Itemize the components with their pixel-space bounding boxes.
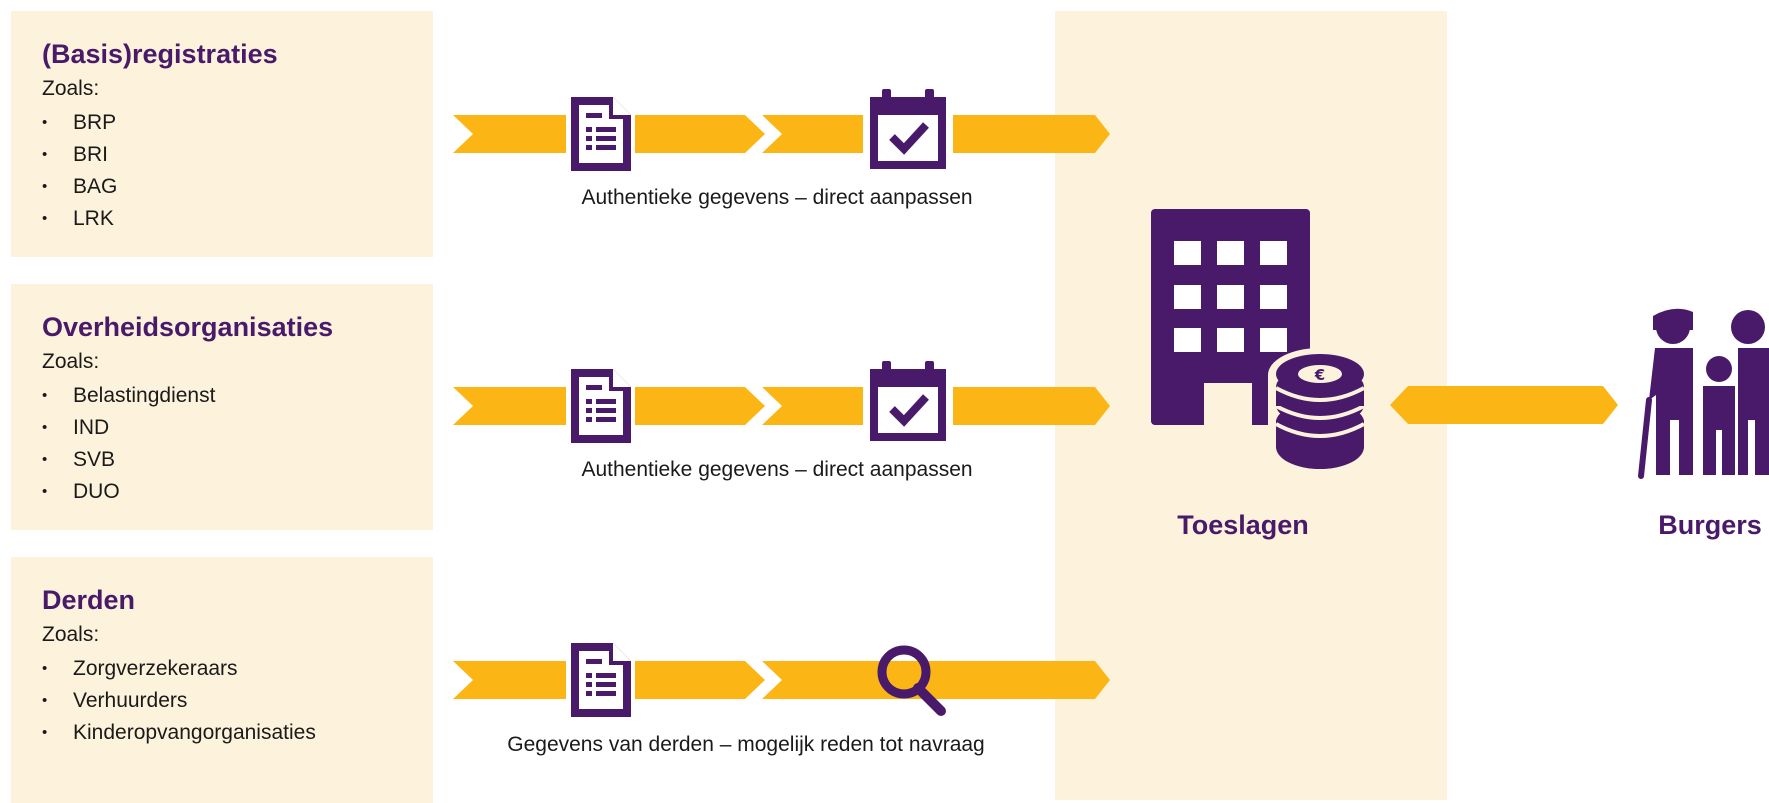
arrow-to-burgers (1390, 386, 1618, 424)
panel-list: Zorgverzekeraars Verhuurders Kinderopvan… (42, 653, 316, 749)
burgers-label: Burgers (1658, 510, 1762, 540)
calendar-check-icon (870, 89, 946, 169)
panel-derden: Derden Zoals: Zorgverzekeraars Verhuurde… (11, 557, 433, 803)
panel-list: BRP BRI BAG LRK (42, 107, 117, 235)
building-coins-icon: € (1151, 209, 1372, 482)
toeslagen-label: Toeslagen (1177, 510, 1309, 540)
panel-list: Belastingdienst IND SVB DUO (42, 380, 215, 508)
panel-basisregistraties: (Basis)registraties Zoals: BRP BRI BAG L… (11, 11, 433, 257)
flow-row-2 (453, 361, 1110, 443)
flow-caption: Gegevens van derden – mogelijk reden tot… (507, 733, 985, 756)
panel-intro: Zoals: (42, 623, 100, 646)
arrow-segment (635, 661, 765, 699)
panel-intro: Zoals: (42, 350, 100, 373)
list-item: Kinderopvangorganisaties (42, 717, 316, 749)
list-item: SVB (42, 444, 215, 476)
panel-title: Overheidsorganisaties (42, 312, 334, 342)
list-item: BRP (42, 107, 117, 139)
panel-title: Derden (42, 585, 136, 615)
flow-caption: Authentieke gegevens – direct aanpassen (581, 458, 973, 481)
list-item: Belastingdienst (42, 380, 215, 412)
list-item: Verhuurders (42, 685, 316, 717)
flow-caption: Authentieke gegevens – direct aanpassen (581, 186, 973, 209)
arrow-segment (762, 115, 863, 153)
arrow-segment (453, 387, 566, 425)
list-item: BRI (42, 139, 117, 171)
arrow-segment (453, 661, 566, 699)
calendar-check-icon (870, 361, 946, 441)
flow-row-1 (453, 89, 1110, 171)
magnifier-icon (877, 645, 946, 716)
document-icon (571, 369, 631, 443)
arrow-segment (953, 387, 1110, 425)
document-icon (571, 97, 631, 171)
panel-title: (Basis)registraties (42, 39, 278, 69)
panel-overheidsorganisaties: Overheidsorganisaties Zoals: Belastingdi… (11, 284, 433, 530)
arrow-segment (635, 387, 765, 425)
family-icon (1638, 308, 1769, 479)
list-item: DUO (42, 476, 215, 508)
arrow-segment (762, 387, 863, 425)
arrow-segment (762, 661, 1110, 699)
list-item: IND (42, 412, 215, 444)
document-icon (571, 643, 631, 717)
arrow-segment (953, 115, 1110, 153)
list-item: Zorgverzekeraars (42, 653, 316, 685)
svg-text:€: € (1314, 366, 1325, 384)
arrow-segment (453, 115, 566, 153)
list-item: LRK (42, 203, 117, 235)
flow-row-3 (453, 643, 1110, 717)
panel-intro: Zoals: (42, 77, 100, 100)
arrow-segment (635, 115, 765, 153)
list-item: BAG (42, 171, 117, 203)
